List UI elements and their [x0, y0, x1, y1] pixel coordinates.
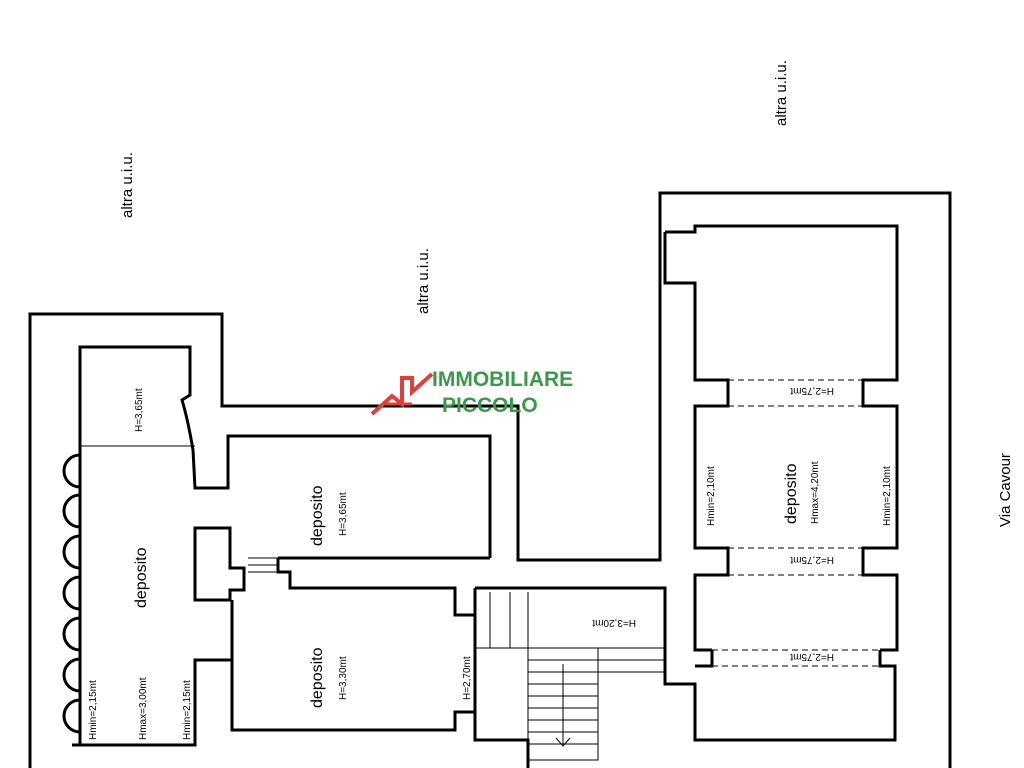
- passage-bot-height: H=2,75mt: [790, 651, 834, 662]
- left-room-wall: [78, 345, 492, 745]
- door-steps: [248, 557, 278, 573]
- wall-niches: [62, 453, 81, 734]
- right-room-name: deposito: [783, 463, 800, 524]
- label-altra-2: altra u.i.u.: [415, 248, 432, 314]
- left-room-name: deposito: [133, 547, 150, 608]
- label-street: Via Cavour: [997, 453, 1014, 527]
- watermark-line1: IMMOBILIARE: [432, 368, 573, 391]
- right-inner-wall: [663, 232, 730, 652]
- center-divider-wall: [276, 556, 490, 617]
- corridor-steps: [475, 592, 529, 649]
- passage-openings: [712, 379, 880, 667]
- left-room-hmin-right: Hmin=2,15mt: [182, 680, 193, 740]
- left-room-hmin-left: Hmin=2,15mt: [88, 680, 99, 740]
- passage-mid-height: H=2,75mt: [790, 554, 834, 565]
- pillar: [193, 526, 246, 602]
- house-icon: [370, 372, 434, 416]
- label-altra-1: altra u.i.u.: [119, 152, 136, 218]
- watermark-logo: IMMOBILIARE PICCOLO: [370, 368, 573, 417]
- corridor-wall: [473, 586, 897, 742]
- right-room-hmin-left: Hmin=2,10mt: [706, 466, 717, 526]
- landing-height: H=3,20mt: [592, 617, 636, 628]
- corridor-height: H=2,70mt: [462, 656, 473, 700]
- center-bottom-room-name: deposito: [309, 647, 326, 708]
- center-top-room-name: deposito: [309, 485, 326, 546]
- watermark-line2: PICCOLO: [442, 394, 538, 417]
- right-room-hmax: Hmax=4,20mt: [810, 461, 821, 524]
- center-bottom-room-height: H=3,30mt: [338, 656, 349, 700]
- outer-wall-west: [28, 191, 952, 768]
- center-top-room-height: H=3,65mt: [338, 492, 349, 536]
- passage-top-height: H=2,75mt: [790, 385, 834, 396]
- right-top-room-wall: [665, 224, 899, 652]
- niche-height: H=3,65mt: [134, 388, 145, 432]
- stairs[interactable]: [527, 647, 665, 761]
- right-bottom-wall: [695, 650, 714, 668]
- outer-wall-south: [72, 658, 530, 768]
- right-room-hmin-right: Hmin=2,10mt: [882, 466, 893, 526]
- label-altra-3: altra u.i.u.: [773, 60, 790, 126]
- left-room-hmax: Hmax=3,00mt: [138, 677, 149, 740]
